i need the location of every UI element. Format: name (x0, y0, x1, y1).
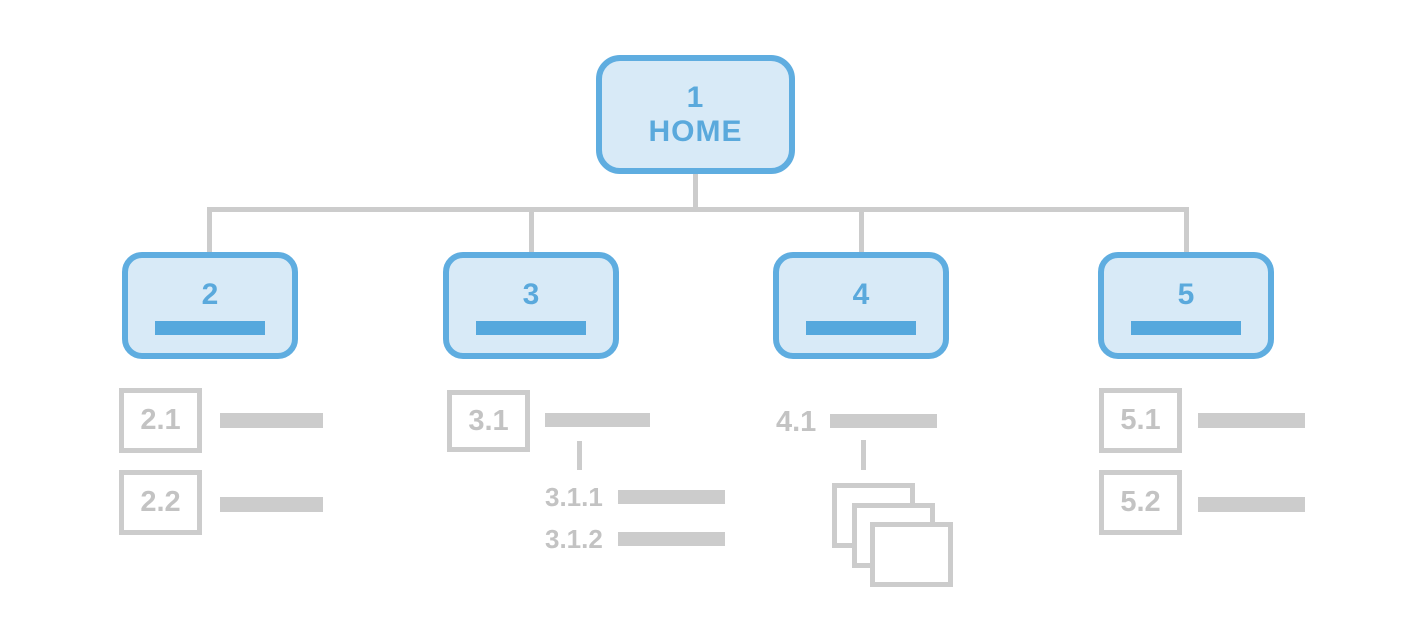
subpage-5-2: 5.2 (1099, 470, 1182, 535)
subpage-label: 5.2 (1120, 486, 1161, 518)
subpage-label: 2.1 (140, 404, 181, 436)
title-placeholder-bar (155, 321, 265, 335)
node-number: 2 (201, 278, 219, 311)
title-placeholder-bar (476, 321, 586, 335)
connector-stub-node-2 (207, 207, 212, 252)
node-3: 3 (443, 252, 619, 359)
node-5: 5 (1098, 252, 1274, 359)
text-placeholder-bar (1198, 497, 1305, 512)
text-placeholder-bar (545, 413, 650, 427)
node-2: 2 (122, 252, 298, 359)
text-placeholder-bar (830, 414, 937, 428)
subpage-label: 5.1 (1120, 404, 1161, 436)
subpage-3-1-1: 3.1.1 (545, 481, 603, 512)
node-number: 3 (522, 278, 540, 311)
connector-subtree-4-1 (861, 440, 866, 470)
node-1-home: 1 HOME (596, 55, 795, 174)
node-number: 5 (1177, 278, 1195, 311)
node-label: HOME (648, 114, 743, 148)
subpage-label: 3.1 (468, 404, 509, 437)
subpage-2-2: 2.2 (119, 470, 202, 535)
node-4: 4 (773, 252, 949, 359)
page-sheet-front (870, 522, 953, 587)
connector-horizontal (207, 207, 1189, 212)
text-placeholder-bar (1198, 413, 1305, 428)
connector-stub-node-4 (859, 207, 864, 252)
subpage-5-1: 5.1 (1099, 388, 1182, 453)
text-placeholder-bar (220, 497, 323, 512)
node-number: 4 (852, 278, 870, 311)
connector-stub-node-3 (529, 207, 534, 252)
subpage-4-1: 4.1 (776, 405, 817, 438)
subpage-2-1: 2.1 (119, 388, 202, 453)
node-number: 1 (686, 80, 705, 114)
text-placeholder-bar (618, 490, 725, 504)
subpage-label: 2.2 (140, 486, 181, 518)
subpage-3-1-2: 3.1.2 (545, 523, 603, 554)
title-placeholder-bar (806, 321, 916, 335)
title-placeholder-bar (1131, 321, 1241, 335)
text-placeholder-bar (618, 532, 725, 546)
connector-subtree-3-1 (577, 441, 582, 470)
subpage-3-1: 3.1 (447, 390, 530, 452)
connector-stub-node-5 (1184, 207, 1189, 252)
text-placeholder-bar (220, 413, 323, 428)
connector-root-drop (693, 173, 698, 210)
